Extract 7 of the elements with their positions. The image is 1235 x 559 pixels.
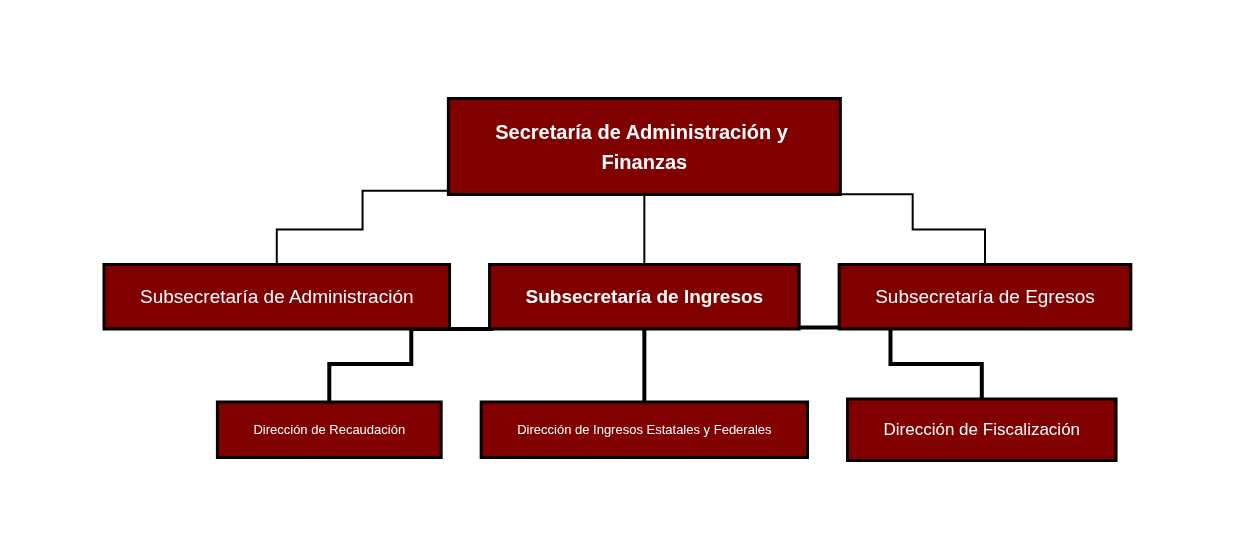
- node-box: Subsecretaría de Egresos: [837, 263, 1133, 331]
- node-box: Dirección de Recaudación: [216, 400, 443, 459]
- node-box: Dirección de Ingresos Estatales y Federales: [479, 400, 810, 459]
- node-box: Secretaría de Administración y Finanzas: [446, 97, 842, 196]
- node-box: Subsecretaría de Ingresos: [488, 263, 801, 331]
- node-box: Subsecretaría de Administración: [102, 263, 452, 331]
- node-box: Dirección de Fiscalización: [846, 397, 1118, 462]
